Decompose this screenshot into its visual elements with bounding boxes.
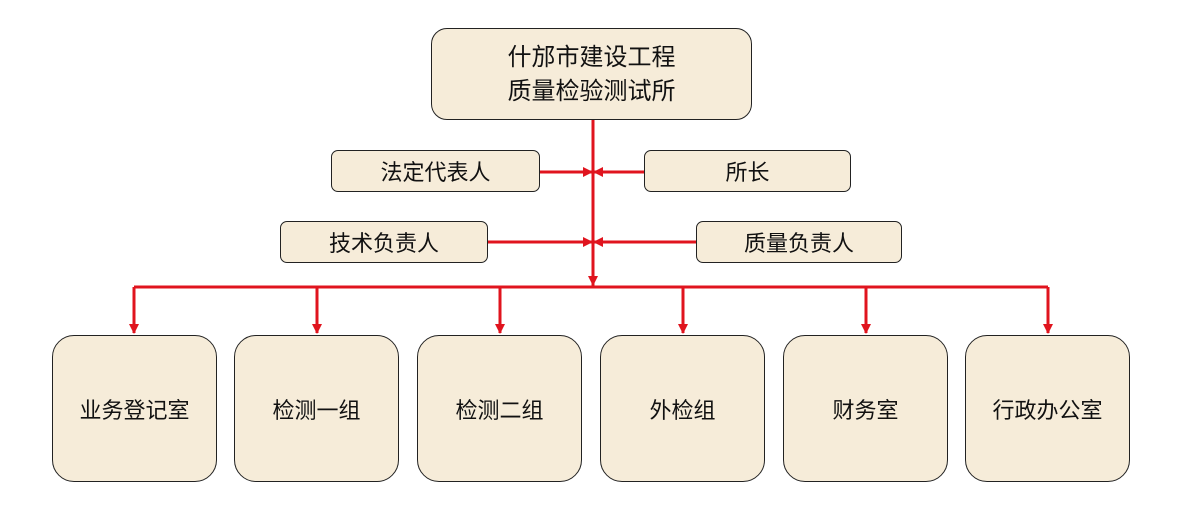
root-title-line-1: 什邡市建设工程 (507, 43, 676, 71)
dept-node: 业务登记室 (52, 335, 217, 482)
node-director: 所长 (644, 150, 851, 192)
node-quality-lead: 质量负责人 (696, 221, 902, 263)
node-tech-lead-label: 技术负责人 (328, 232, 439, 257)
node-legal-rep-label: 法定代表人 (380, 161, 491, 186)
dept-node: 检测一组 (234, 335, 399, 482)
node-quality-lead-label: 质量负责人 (743, 232, 854, 257)
dept-node: 行政办公室 (965, 335, 1130, 482)
dept-node: 财务室 (783, 335, 948, 482)
node-tech-lead: 技术负责人 (280, 221, 488, 263)
root-title-line-2: 质量检验测试所 (507, 77, 676, 105)
dept-label: 财务室 (832, 398, 899, 424)
node-legal-rep: 法定代表人 (331, 150, 540, 192)
dept-node: 检测二组 (417, 335, 582, 482)
dept-label: 业务登记室 (79, 398, 190, 424)
node-director-label: 所长 (725, 161, 770, 186)
root-node: 什邡市建设工程 质量检验测试所 (431, 28, 752, 120)
dept-node: 外检组 (600, 335, 765, 482)
dept-label: 检测二组 (455, 398, 544, 424)
dept-label: 行政办公室 (992, 398, 1103, 424)
dept-label: 外检组 (649, 398, 716, 424)
dept-label: 检测一组 (272, 398, 361, 424)
